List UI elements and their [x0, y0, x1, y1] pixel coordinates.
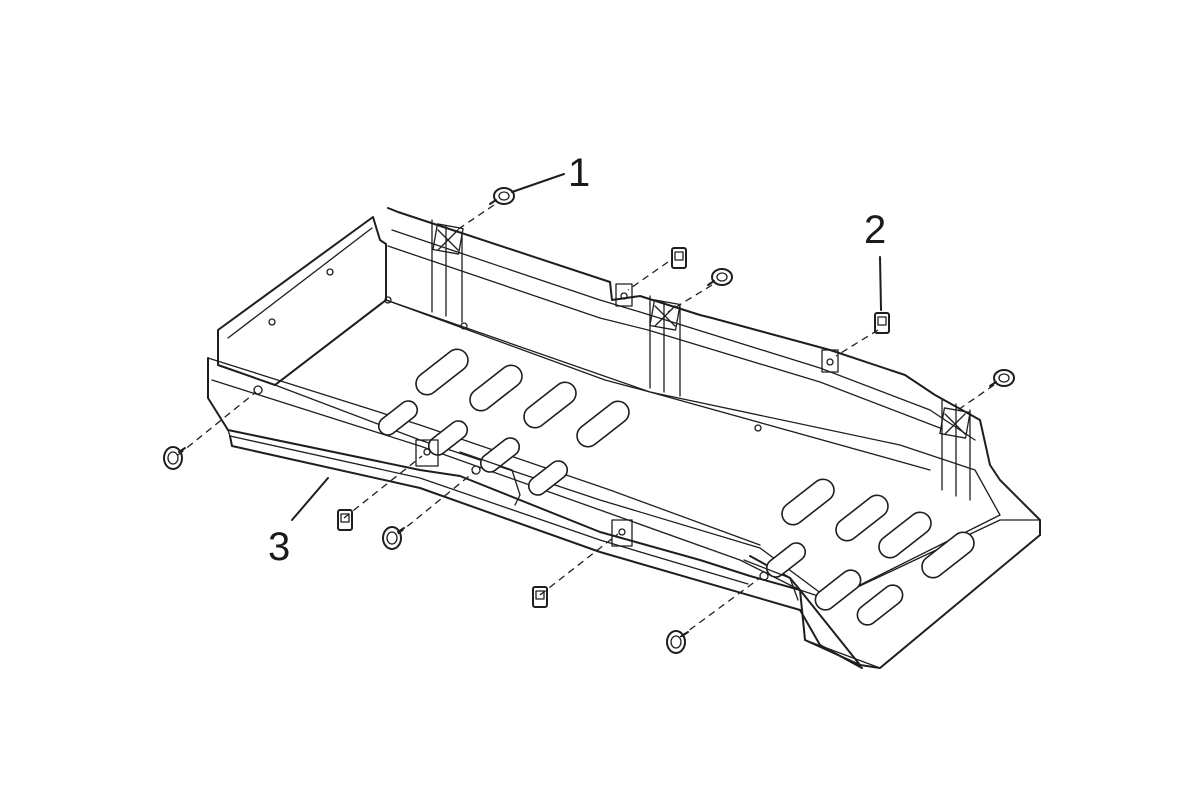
- callout-2-label: 2: [864, 208, 887, 252]
- callout-3-label: 3: [268, 525, 291, 569]
- front-brackets: [253, 385, 799, 601]
- rear-brackets: [431, 219, 971, 501]
- skid-plate-tray: [207, 207, 1041, 669]
- callout-leaders: [291, 173, 882, 521]
- floor-slots: [377, 348, 975, 626]
- grommet-fasteners: [489, 187, 1015, 387]
- fastener-leader-lines: [177, 204, 995, 638]
- callout-1-label: 1: [568, 151, 591, 195]
- clip-nuts: [337, 247, 890, 608]
- flange-bolts: [163, 446, 689, 654]
